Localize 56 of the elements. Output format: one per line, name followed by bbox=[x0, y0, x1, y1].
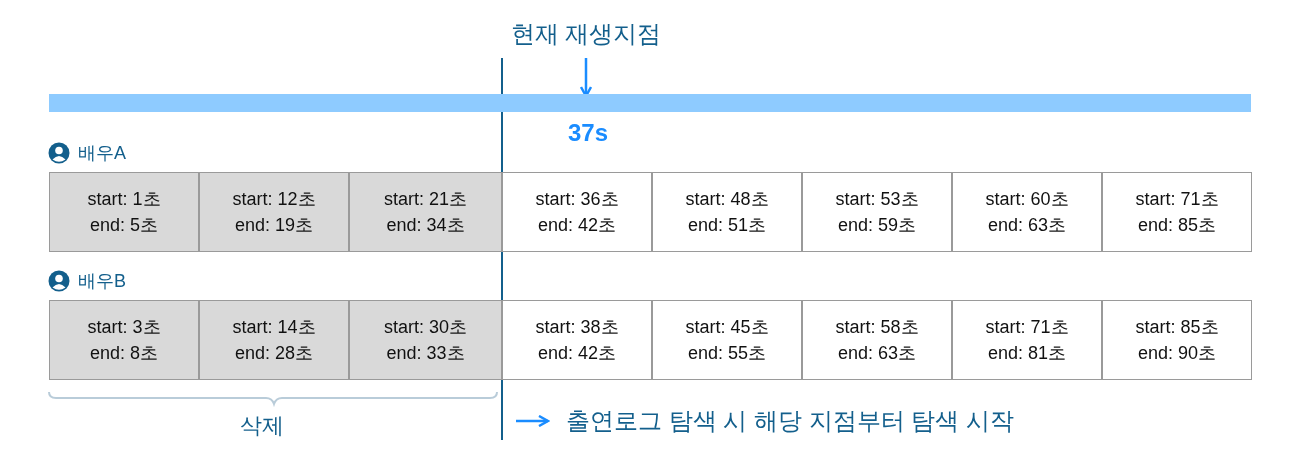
segment-box bbox=[652, 172, 802, 252]
playhead-title: 현재 재생지점 bbox=[480, 14, 692, 54]
time-label: 37s bbox=[567, 118, 608, 148]
segment-time: end: 63초 bbox=[987, 214, 1067, 237]
segment-time: end: 28초 bbox=[234, 342, 314, 365]
segment-time: start: 3초 bbox=[87, 316, 161, 339]
actor-label: 배우A bbox=[78, 141, 126, 165]
segment-time: end: 33초 bbox=[386, 342, 465, 365]
segment-time: start: 71초 bbox=[1135, 188, 1219, 211]
segment-time: end: 81초 bbox=[987, 342, 1067, 365]
deleted-segment-box bbox=[349, 172, 502, 252]
segment-box bbox=[652, 300, 802, 380]
segment-time: start: 1초 bbox=[87, 188, 161, 211]
deleted-segment-box bbox=[49, 300, 199, 380]
segment-time: start: 58초 bbox=[835, 316, 919, 339]
segment-box bbox=[802, 300, 952, 380]
segment-time: end: 85초 bbox=[1137, 214, 1217, 237]
segment-time: end: 42초 bbox=[537, 342, 617, 365]
segment-box bbox=[802, 172, 952, 252]
segment-time: start: 71초 bbox=[985, 316, 1069, 339]
segment-time: end: 59초 bbox=[837, 214, 917, 237]
segment-time: start: 85초 bbox=[1135, 316, 1219, 339]
segment-box bbox=[1102, 172, 1252, 252]
segment-time: end: 51초 bbox=[687, 214, 767, 237]
segment-time: end: 63초 bbox=[837, 342, 917, 365]
deleted-segment-box bbox=[349, 300, 502, 380]
segment-time: start: 12초 bbox=[232, 188, 316, 211]
segment-box bbox=[502, 300, 652, 380]
segment-time: end: 90초 bbox=[1137, 342, 1217, 365]
segment-time: start: 14초 bbox=[232, 316, 316, 339]
segment-time: start: 60초 bbox=[985, 188, 1069, 211]
deleted-segment-box bbox=[199, 300, 349, 380]
segment-time: end: 55초 bbox=[687, 342, 767, 365]
segment-box bbox=[952, 172, 1102, 252]
segment-time: end: 8초 bbox=[89, 342, 158, 365]
arrow bbox=[516, 414, 550, 428]
segment-time: end: 42초 bbox=[537, 214, 617, 237]
actor-label: 배우B bbox=[78, 269, 126, 293]
segment-time: start: 45초 bbox=[685, 316, 769, 339]
deleted-segment-box bbox=[199, 172, 349, 252]
segment-box bbox=[502, 172, 652, 252]
segment-time: end: 5초 bbox=[89, 214, 158, 237]
deleted-segment-box bbox=[49, 172, 199, 252]
segment-time: start: 38초 bbox=[535, 316, 619, 339]
segment-box bbox=[952, 300, 1102, 380]
segment-time: start: 36초 bbox=[535, 188, 619, 211]
segment-time: start: 48초 bbox=[685, 188, 769, 211]
segment-time: start: 21초 bbox=[384, 188, 467, 211]
segment-time: end: 19초 bbox=[234, 214, 314, 237]
note-text: 출연로그 탐색 시 해당 지점부터 탐색 시작 bbox=[566, 402, 1066, 440]
timeline-bar bbox=[49, 94, 1251, 112]
bracket-label: 삭제 bbox=[240, 411, 284, 440]
segment-time: start: 30초 bbox=[384, 316, 467, 339]
segment-time: end: 34초 bbox=[386, 214, 465, 237]
segment-time: start: 53초 bbox=[835, 188, 919, 211]
segment-box bbox=[1102, 300, 1252, 380]
